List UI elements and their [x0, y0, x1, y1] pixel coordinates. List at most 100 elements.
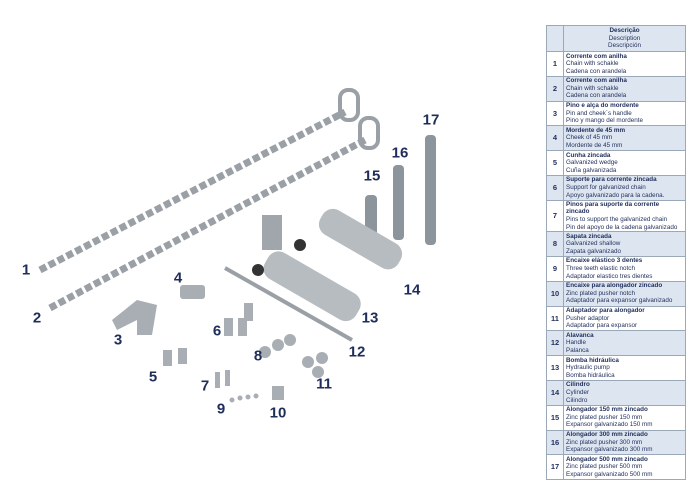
item-number: 10	[546, 280, 564, 307]
item-name-es: Apoyo galvanizado para la cadena.	[566, 191, 665, 199]
callout-10: 10	[269, 404, 287, 422]
item-name-en: Pins to support the galvanized chain	[566, 215, 668, 223]
item-name-es: Pino y mango del mordente	[566, 117, 644, 125]
item-name-en: Galvanized shallow	[566, 240, 621, 248]
item-name-es: Pin del apoyo de la cadena galvanizado	[566, 223, 678, 231]
item-name-en: Handle	[566, 339, 586, 347]
item-name-es: Adaptador para expansor galvanizado	[566, 297, 673, 305]
item-name-es: Expansor galvanizado 150 mm	[566, 421, 653, 429]
item-name-pt: Encaixe para alongador zincado	[566, 282, 663, 290]
hydraulic-pump	[252, 215, 361, 322]
item-name-pt: Cunha zincada	[566, 151, 611, 159]
item-name-pt: Encaixe elástico 3 dentes	[566, 257, 643, 265]
callout-16: 16	[391, 144, 409, 162]
item-name-pt: Alongador 150 mm zincado	[566, 406, 648, 414]
cylinder	[318, 208, 403, 270]
parts-diagram	[38, 88, 436, 403]
callout-3: 3	[113, 331, 123, 349]
item-name-pt: Adaptador para alongador	[566, 307, 645, 315]
table-row: 7 Pinos para suporte da corrente zincado…	[546, 199, 686, 233]
item-name-en: Hydraulic pump	[566, 364, 610, 372]
callout-2: 2	[32, 309, 42, 327]
item-name-en: Chain with schakle	[566, 84, 619, 92]
callout-17: 17	[422, 111, 440, 129]
header-es: Descripción	[608, 42, 641, 50]
item-name-es: Cilindro	[566, 396, 588, 404]
callout-1: 1	[21, 261, 31, 279]
item-name-es: Palanca	[566, 347, 589, 355]
item-name-en: Three teeth elastic notch	[566, 265, 635, 273]
item-name-pt: Alongador 300 mm zincado	[566, 431, 648, 439]
chain-2	[48, 116, 380, 312]
item-number: 15	[546, 404, 564, 431]
handle-bar	[224, 266, 353, 342]
item-name-en: Zinc plated pusher 300 mm	[566, 438, 643, 446]
item-name-es: Expansor galvanizado 300 mm	[566, 446, 653, 454]
callout-11: 11	[316, 375, 332, 393]
callout-15: 15	[363, 167, 381, 185]
callout-13: 13	[361, 309, 379, 327]
callout-8: 8	[253, 347, 263, 365]
item-name-es: Mordente de 45 mm	[566, 142, 623, 150]
item-number: 2	[546, 75, 564, 102]
item-number: 14	[546, 379, 564, 406]
item-name-en: Support for galvanized chain	[566, 184, 646, 192]
item-name-pt: Alavanca	[566, 331, 594, 339]
item-name-pt: Corrente com anilha	[566, 52, 627, 60]
callout-6: 6	[212, 322, 222, 340]
item-name-pt: Pinos para suporte da corrente zincado	[566, 200, 660, 216]
item-name-en: Zinc plated pusher 500 mm	[566, 463, 643, 471]
item-name-es: Adaptador elastico tres dientes	[566, 272, 653, 280]
item-name-pt: Cilindro	[566, 381, 590, 389]
item-name-es: Expansor galvanizado 500 mm	[566, 471, 653, 479]
item-name-pt: Alongador 500 mm zincado	[566, 455, 648, 463]
item-number: 1	[546, 51, 564, 77]
item-name-pt: Sapata zincada	[566, 232, 612, 240]
item-name-es: Bomba hidráulica	[566, 371, 615, 379]
item-name-pt: Pino e alça do mordente	[566, 102, 639, 110]
item-name-pt: Suporte para corrente zincada	[566, 176, 657, 184]
item-name-pt: Mordente de 45 mm	[566, 126, 626, 134]
item-number: 13	[546, 355, 564, 381]
item-name-pt: Bomba hidráulica	[566, 356, 619, 364]
item-name-en: Cheek of 45 mm	[566, 134, 613, 142]
item-name-en: Pin and cheek´s handle	[566, 109, 632, 117]
item-number: 4	[546, 125, 564, 152]
item-number: 9	[546, 255, 564, 282]
item-number: 17	[546, 454, 564, 481]
item-number: 11	[546, 305, 564, 332]
item-number: 6	[546, 174, 564, 201]
item-name-es: Cuña galvanizada	[566, 166, 617, 174]
item-name-en: Pusher adaptor	[566, 314, 610, 322]
small-parts	[112, 285, 328, 403]
callout-5: 5	[148, 368, 158, 386]
item-name-en: Zinc plated pusher notch	[566, 289, 635, 297]
item-name-en: Galvanized wedge	[566, 159, 618, 167]
item-number: 8	[546, 231, 564, 257]
item-name-pt: Corrente com anilha	[566, 77, 627, 85]
item-name-en: Chain with schakle	[566, 60, 619, 68]
header-en: Description	[608, 34, 641, 42]
item-name-es: Zapata galvanizado	[566, 247, 621, 255]
chain-1	[38, 88, 360, 274]
callout-4: 4	[173, 269, 183, 287]
item-name-es: Cadena con arandela	[566, 67, 627, 75]
